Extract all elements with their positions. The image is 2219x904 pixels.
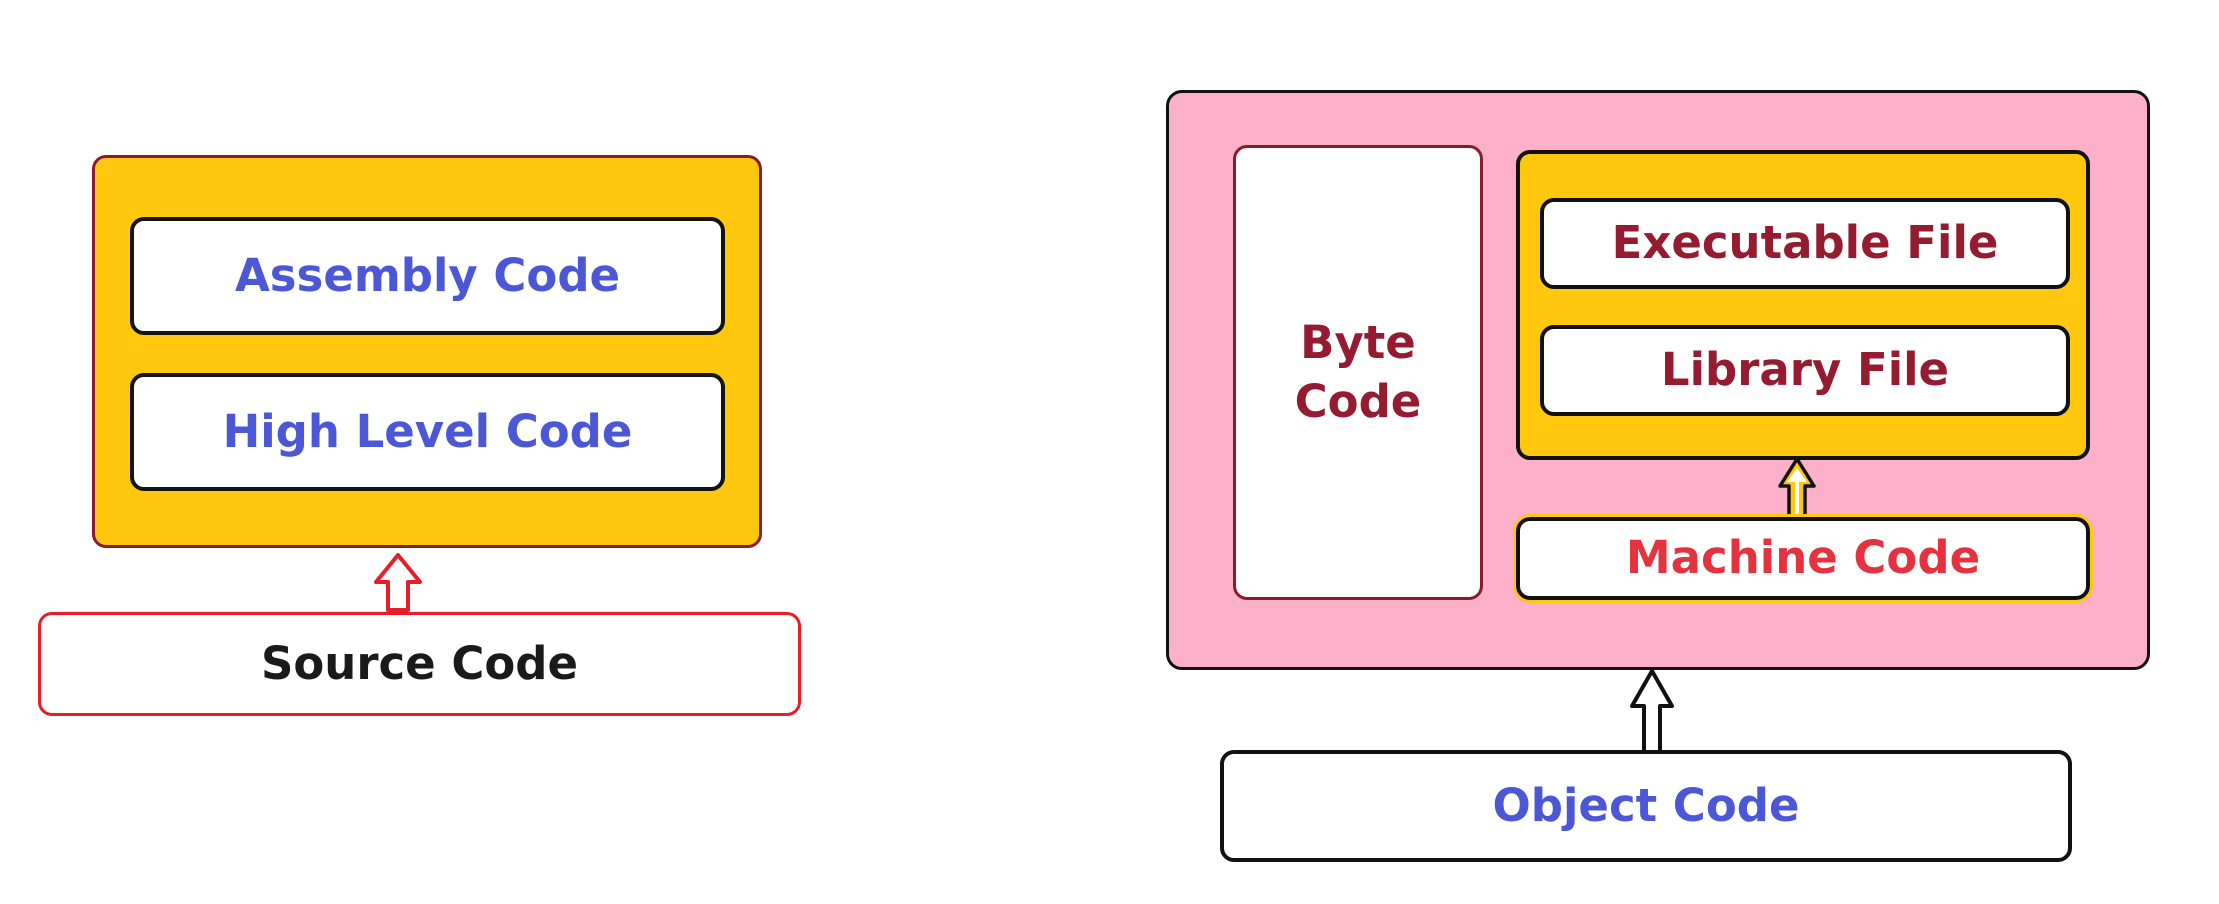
byte-code-label-line1: Byte bbox=[1300, 316, 1416, 369]
executable-file-label: Executable File bbox=[1611, 216, 1999, 270]
machine-code-box: Machine Code bbox=[1513, 514, 2093, 603]
object-code-label: Object Code bbox=[1492, 778, 1800, 832]
machine-code-label: Machine Code bbox=[1625, 531, 1981, 585]
source-code-box: Source Code bbox=[38, 612, 801, 716]
executable-file-box: Executable File bbox=[1540, 198, 2070, 289]
up-arrow-icon bbox=[1778, 457, 1816, 524]
high-level-code-label: High Level Code bbox=[222, 404, 633, 458]
high-level-code-box: High Level Code bbox=[130, 373, 725, 491]
assembly-code-box: Assembly Code bbox=[130, 217, 725, 335]
library-file-box: Library File bbox=[1540, 325, 2070, 416]
object-code-box: Object Code bbox=[1220, 750, 2072, 862]
up-arrow-icon bbox=[374, 553, 422, 612]
up-arrow-icon bbox=[1630, 669, 1674, 754]
assembly-code-label: Assembly Code bbox=[234, 248, 621, 302]
library-file-label: Library File bbox=[1660, 343, 1950, 397]
byte-code-box: Byte Code bbox=[1233, 145, 1483, 600]
source-code-label: Source Code bbox=[260, 636, 579, 690]
byte-code-label-line2: Code bbox=[1294, 374, 1422, 428]
